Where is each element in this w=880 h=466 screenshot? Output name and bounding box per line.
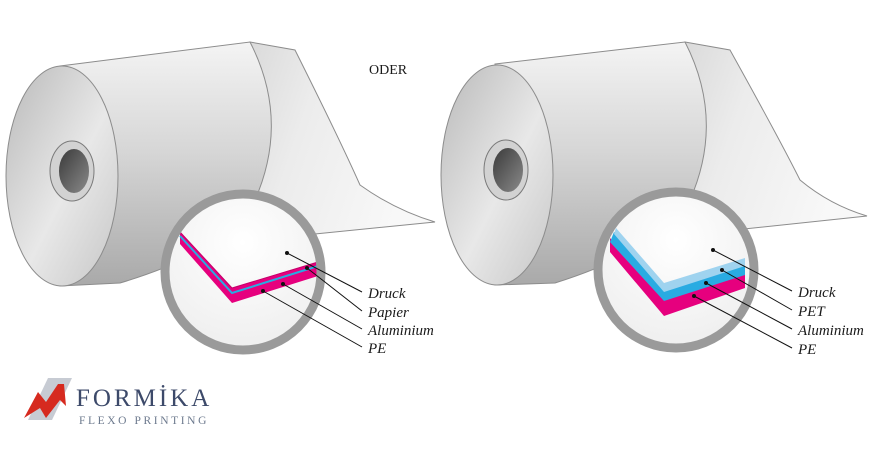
right-layer-cross-section — [610, 228, 745, 316]
left-lens-ring — [160, 189, 326, 355]
left-pointer-druck — [286, 252, 363, 293]
right-layer-druck — [614, 228, 745, 292]
left-pointer-papier — [306, 267, 363, 312]
right-pointer-pe — [693, 295, 793, 349]
right-pointer-pet — [721, 269, 793, 311]
left-label-aluminium: Aluminium — [367, 323, 434, 339]
left-pointer-aluminium — [282, 283, 363, 330]
right-label-druck: Druck — [797, 285, 836, 301]
right-roll-core-hole — [493, 148, 523, 192]
formika-logo: FORMİKA FLEXO PRINTING — [24, 378, 212, 427]
logo-tagline: FLEXO PRINTING — [79, 415, 209, 427]
oder-separator: ODER — [369, 63, 408, 78]
right-pointer-aluminium — [705, 282, 793, 330]
right-lens-ring — [593, 187, 759, 353]
left-layer-aluminium — [179, 235, 319, 295]
right-label-pe: PE — [797, 342, 816, 358]
left-lens-fill — [169, 198, 317, 346]
left-label-pe: PE — [367, 341, 386, 357]
left-roll: Druck Papier Aluminium PE — [5, 41, 436, 357]
left-roll-core-hole — [59, 149, 89, 193]
right-lens-fill — [602, 196, 750, 344]
left-label-druck: Druck — [367, 286, 406, 302]
logo-brand-name: FORMİKA — [76, 385, 212, 412]
right-layer-pet — [610, 232, 745, 301]
left-label-papier: Papier — [367, 305, 409, 321]
right-layer-pe — [610, 238, 745, 316]
right-roll: Druck PET Aluminium PE — [440, 41, 868, 358]
left-pointer-pe — [262, 290, 363, 348]
right-pointer-druck — [712, 249, 793, 292]
logo-mark-red-icon — [24, 384, 66, 418]
left-layer-druck — [179, 231, 319, 289]
right-label-pet: PET — [797, 304, 826, 320]
right-label-aluminium: Aluminium — [797, 323, 864, 339]
